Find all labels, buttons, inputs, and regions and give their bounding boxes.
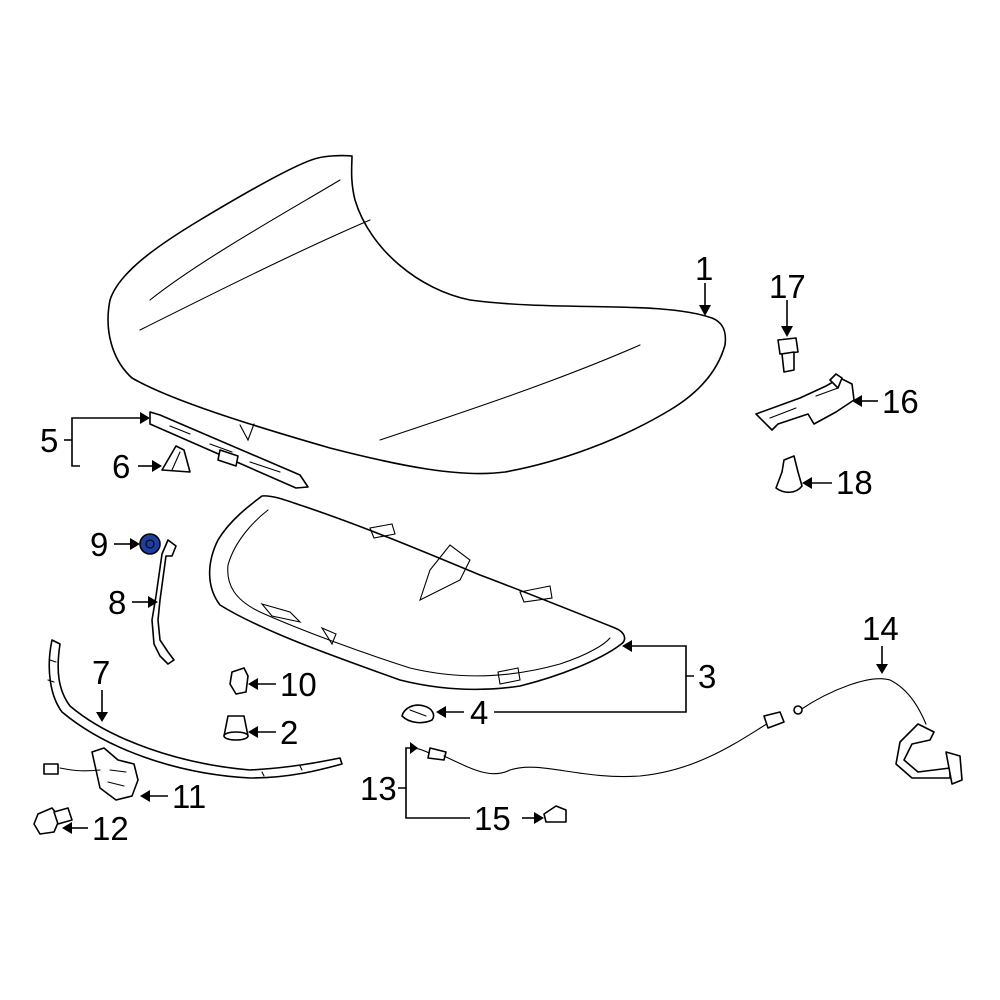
hood-release-cable[interactable] — [411, 678, 963, 785]
callout-2: 2 — [280, 714, 298, 751]
insulation-retainer-clip[interactable] — [401, 704, 435, 724]
callout-5: 5 — [40, 422, 58, 459]
hinge-nut[interactable] — [775, 455, 803, 494]
callout-17: 17 — [769, 268, 806, 305]
callout-11: 11 — [172, 778, 206, 815]
callout-6: 6 — [112, 448, 130, 485]
hood-rubber-cushion[interactable] — [223, 715, 249, 741]
hood-panel[interactable] — [107, 154, 727, 475]
prop-rod-grommet[interactable] — [139, 533, 161, 555]
hood-front-molding[interactable] — [47, 639, 343, 779]
callout-15: 15 — [474, 800, 511, 837]
hood-seal-strip[interactable] — [149, 411, 309, 489]
callout-9: 9 — [90, 526, 108, 563]
callout-12: 12 — [92, 810, 129, 847]
hood-prop-rod[interactable] — [151, 539, 177, 665]
callout-18: 18 — [836, 464, 873, 501]
callout-3: 3 — [698, 658, 716, 695]
callout-7: 7 — [92, 654, 110, 691]
callout-1: 1 — [695, 250, 713, 287]
hood-hinge[interactable] — [755, 373, 855, 431]
hood-insulation-pad[interactable] — [208, 495, 626, 691]
callout-10: 10 — [280, 666, 317, 703]
leader-lines — [62, 283, 888, 834]
seal-retainer-clip[interactable] — [161, 445, 191, 473]
cable-clip[interactable] — [543, 805, 567, 823]
callout-8: 8 — [108, 584, 126, 621]
callout-16: 16 — [882, 383, 919, 420]
hinge-bolt[interactable] — [777, 337, 799, 373]
hood-latch[interactable] — [43, 747, 139, 801]
callout-4: 4 — [470, 694, 488, 731]
callout-labels: 1 17 16 18 5 6 9 8 7 10 2 3 4 11 12 13 1… — [40, 250, 919, 847]
grommet-highlight — [139, 533, 161, 555]
callout-14: 14 — [862, 610, 899, 647]
hood-bumper-stop[interactable] — [229, 667, 249, 695]
latch-bolt[interactable] — [33, 807, 73, 835]
callout-13: 13 — [360, 770, 397, 807]
